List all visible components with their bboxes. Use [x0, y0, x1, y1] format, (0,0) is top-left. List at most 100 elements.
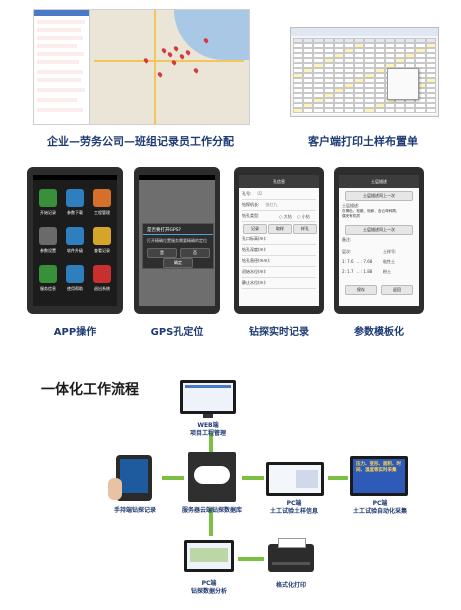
sheet-cell[interactable] [333, 108, 344, 113]
sheet-cell[interactable] [364, 58, 375, 63]
sheet-cell[interactable] [313, 68, 324, 73]
sheet-cell[interactable] [323, 98, 334, 103]
sheet-cell[interactable] [354, 38, 365, 43]
sheet-cell[interactable] [333, 83, 344, 88]
app-tile[interactable]: 查看记录 [89, 225, 115, 259]
sheet-cell[interactable] [354, 98, 365, 103]
sheet-cell[interactable] [303, 63, 314, 68]
app-tile[interactable]: 开始记录 [35, 187, 61, 221]
list-item[interactable] [37, 44, 77, 48]
sheet-cell[interactable] [303, 103, 314, 108]
form-row[interactable]: 钻孔直径(mm): [242, 256, 316, 267]
sheet-cell[interactable] [354, 93, 365, 98]
sheet-cell[interactable] [293, 78, 304, 83]
sheet-cell[interactable] [323, 88, 334, 93]
sheet-cell[interactable] [425, 38, 436, 43]
sheet-cell[interactable] [333, 73, 344, 78]
sheet-cell[interactable] [333, 78, 344, 83]
form-row[interactable]: 钻孔类型: [242, 211, 316, 222]
sheet-cell[interactable] [344, 68, 355, 73]
sheet-cell[interactable] [344, 73, 355, 78]
sheet-cell[interactable] [354, 88, 365, 93]
sheet-cell[interactable] [333, 68, 344, 73]
map-pin-icon[interactable] [172, 45, 180, 52]
list-item[interactable] [37, 78, 81, 82]
list-item[interactable] [37, 36, 83, 40]
sheet-cell[interactable] [384, 48, 395, 53]
sheet-cell[interactable] [364, 78, 375, 83]
record-action-button[interactable]: 记录 [243, 224, 267, 234]
sheet-cell[interactable] [293, 58, 304, 63]
map-pin-icon[interactable] [178, 53, 186, 60]
sheet-cell[interactable] [425, 63, 436, 68]
sheet-cell[interactable] [344, 88, 355, 93]
sheet-cell[interactable] [395, 108, 406, 113]
list-item[interactable] [37, 28, 81, 32]
sheet-cell[interactable] [374, 83, 385, 88]
sheet-cell[interactable] [415, 63, 426, 68]
sheet-cell[interactable] [344, 63, 355, 68]
sheet-cell[interactable] [354, 53, 365, 58]
sheet-cell[interactable] [415, 58, 426, 63]
sheet-cell[interactable] [293, 43, 304, 48]
sheet-cell[interactable] [313, 83, 324, 88]
sheet-cell[interactable] [323, 108, 334, 113]
sheet-cell[interactable] [384, 63, 395, 68]
list-item[interactable] [37, 98, 77, 102]
list-item[interactable] [37, 60, 79, 64]
sheet-cell[interactable] [405, 63, 416, 68]
soil-select[interactable]: 粉土 [383, 269, 391, 274]
app-tile[interactable]: 参数设置 [35, 225, 61, 259]
sheet-cell[interactable] [313, 78, 324, 83]
sheet-cell[interactable] [425, 103, 436, 108]
form-row[interactable]: 孔号:02 [242, 189, 316, 200]
sheet-cell[interactable] [344, 58, 355, 63]
sheet-cell[interactable] [323, 63, 334, 68]
sheet-cell[interactable] [425, 48, 436, 53]
sheet-cell[interactable] [364, 103, 375, 108]
form-row[interactable]: 静止水位(m): [242, 278, 316, 289]
sheet-cell[interactable] [425, 83, 436, 88]
map-pin-icon[interactable] [192, 67, 200, 74]
sheet-cell[interactable] [293, 63, 304, 68]
sheet-cell[interactable] [303, 53, 314, 58]
sheet-cell[interactable] [303, 48, 314, 53]
sheet-cell[interactable] [384, 53, 395, 58]
sheet-cell[interactable] [323, 53, 334, 58]
sheet-cell[interactable] [364, 68, 375, 73]
sheet-cell[interactable] [344, 108, 355, 113]
sheet-cell[interactable] [333, 98, 344, 103]
sheet-cell[interactable] [313, 63, 324, 68]
sheet-cell[interactable] [303, 98, 314, 103]
app-tile[interactable]: 使用帮助 [62, 263, 88, 297]
sheet-cell[interactable] [415, 53, 426, 58]
sheet-cell[interactable] [333, 93, 344, 98]
sheet-cell[interactable] [354, 83, 365, 88]
app-tile[interactable]: 服务信息 [35, 263, 61, 297]
sheet-cell[interactable] [384, 43, 395, 48]
list-item[interactable] [37, 108, 83, 112]
sheet-cell[interactable] [293, 93, 304, 98]
sheet-cell[interactable] [344, 83, 355, 88]
sheet-cell[interactable] [333, 58, 344, 63]
sheet-cell[interactable] [344, 103, 355, 108]
gps-yes-button[interactable]: 是 [147, 248, 177, 258]
sheet-cell[interactable] [344, 98, 355, 103]
sheet-cell[interactable] [293, 38, 304, 43]
sheet-cell[interactable] [344, 78, 355, 83]
map-pin-icon[interactable] [184, 49, 192, 56]
form-row[interactable]: 钻探机长:张红九 [242, 200, 316, 211]
sheet-cell[interactable] [374, 88, 385, 93]
soil-select[interactable]: 粘性土 [383, 259, 395, 264]
sheet-cell[interactable] [395, 63, 406, 68]
sheet-cell[interactable] [303, 38, 314, 43]
sheet-cell[interactable] [395, 43, 406, 48]
form-row[interactable]: 钻孔深度(m): [242, 245, 316, 256]
sheet-cell[interactable] [405, 103, 416, 108]
sheet-cell[interactable] [313, 53, 324, 58]
app-tile[interactable]: 软件升级 [62, 225, 88, 259]
sheet-cell[interactable] [293, 53, 304, 58]
sheet-cell[interactable] [303, 78, 314, 83]
sheet-cell[interactable] [395, 48, 406, 53]
sheet-cell[interactable] [323, 43, 334, 48]
